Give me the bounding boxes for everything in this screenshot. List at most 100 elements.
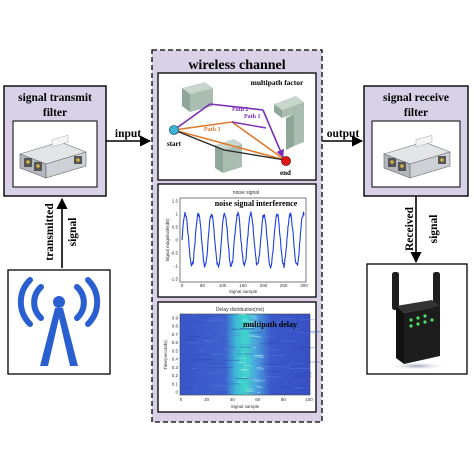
delay-y-tick-label: 0.1 bbox=[172, 381, 179, 386]
delay-x-tick-label: 20 bbox=[204, 397, 210, 402]
heatmap-streak bbox=[267, 349, 281, 351]
transmit-filter-group: signal transmit filter bbox=[3, 85, 107, 197]
heatmap-streak bbox=[242, 369, 249, 370]
heatmap-streak bbox=[209, 320, 224, 321]
heatmap-streak bbox=[251, 347, 256, 348]
heatmap-streak bbox=[191, 368, 197, 369]
heatmap-streak bbox=[252, 318, 258, 319]
path-dark-2 bbox=[223, 149, 286, 161]
heatmap-streak bbox=[272, 386, 292, 388]
delay-y-tick-label: 0.3 bbox=[172, 365, 179, 370]
heatmap-streak bbox=[242, 392, 259, 393]
noise-x-tick-label: 300 bbox=[300, 283, 308, 288]
heatmap-streak bbox=[198, 316, 216, 318]
delay-x-tick-label: 40 bbox=[230, 397, 236, 402]
noise-y-tick-label: 0.5 bbox=[172, 225, 179, 230]
end-label: end bbox=[280, 169, 291, 177]
delay-panel: Delay distribution(ms) 0.90.80.70.60.50.… bbox=[157, 301, 321, 413]
wireless-channel-group: wireless channel multipath factor bbox=[151, 49, 323, 423]
heatmap-streak bbox=[256, 367, 262, 368]
noise-x-tick-label: 250 bbox=[280, 283, 288, 288]
noise-y-tick-label: -1.5 bbox=[170, 277, 178, 282]
heatmap-streak bbox=[235, 335, 241, 336]
heatmap-streak bbox=[288, 363, 295, 365]
heatmap-streak bbox=[247, 335, 255, 337]
heatmap-streak bbox=[247, 378, 254, 380]
transmit-filter-title-line2: filter bbox=[43, 107, 67, 119]
heatmap-streak bbox=[189, 358, 211, 360]
delay-x-tick-label: 60 bbox=[255, 397, 261, 402]
heatmap-streak bbox=[203, 340, 212, 341]
wifi-antenna-icon bbox=[17, 277, 101, 366]
heatmap-streak bbox=[295, 375, 313, 377]
obstacle-l-shape bbox=[274, 96, 304, 150]
heatmap-streak bbox=[254, 360, 261, 361]
noise-y-tick-label: -0.5 bbox=[170, 251, 178, 256]
noise-y-axis-label: Signal magnitude(dB) bbox=[165, 218, 170, 262]
heatmap-streak bbox=[284, 387, 292, 388]
delay-y-tick-label: 0 bbox=[175, 390, 178, 395]
transmitted-label-line1: transmitted bbox=[44, 203, 56, 261]
heatmap-streak bbox=[299, 319, 316, 321]
noise-y-tick-label: 0 bbox=[175, 238, 178, 243]
heatmap-streak bbox=[235, 378, 253, 379]
path-dark-1 bbox=[173, 129, 225, 151]
heatmap-streak bbox=[246, 372, 250, 374]
heatmap-streak bbox=[258, 325, 262, 327]
heatmap-streak bbox=[211, 367, 234, 369]
heatmap-streak bbox=[240, 344, 262, 346]
output-label: output bbox=[327, 128, 360, 140]
wifi-router-icon bbox=[387, 272, 447, 370]
path-1-label: Path 1 bbox=[244, 114, 261, 120]
heatmap-streak bbox=[253, 322, 260, 324]
heatmap-streak bbox=[249, 332, 263, 333]
heatmap-streak bbox=[263, 347, 271, 348]
noise-x-tick-label: 150 bbox=[239, 283, 247, 288]
receiver-panel bbox=[366, 263, 468, 375]
noise-plot-axes bbox=[179, 197, 307, 283]
heatmap-streak bbox=[194, 354, 213, 356]
start-node bbox=[169, 125, 179, 135]
heatmap-streak bbox=[242, 376, 248, 378]
heatmap-streak bbox=[205, 340, 220, 342]
path-purple-1 bbox=[173, 103, 211, 131]
received-label-line1: Received bbox=[404, 206, 416, 251]
heatmap-streak bbox=[270, 393, 292, 394]
noise-x-tick-label: 200 bbox=[260, 283, 268, 288]
start-label: start bbox=[167, 140, 182, 148]
heatmap-streak bbox=[265, 376, 281, 378]
heatmap-streak bbox=[223, 348, 235, 349]
heatmap-streak bbox=[260, 336, 274, 338]
heatmap-streak bbox=[259, 380, 266, 382]
path-purple-2 bbox=[209, 103, 264, 111]
delay-heatmap-streaks bbox=[182, 314, 321, 394]
path-orange-2 bbox=[173, 121, 233, 131]
heatmap-streak bbox=[227, 346, 237, 348]
heatmap-streak bbox=[203, 337, 211, 339]
heatmap-streak bbox=[259, 357, 265, 359]
heatmap-streak bbox=[187, 332, 193, 334]
heatmap-streak bbox=[298, 361, 320, 363]
heatmap-streak bbox=[239, 357, 246, 359]
delay-y-tick-label: 0.6 bbox=[172, 340, 179, 345]
delay-x-axis-label: Signal sample bbox=[231, 404, 260, 409]
heatmap-streak bbox=[242, 319, 248, 321]
noise-y-ticks: 1.510.50-0.5-1-1.5 bbox=[170, 199, 178, 282]
input-label: input bbox=[115, 128, 141, 140]
heatmap-streak bbox=[298, 362, 305, 364]
heatmap-streak bbox=[209, 385, 229, 387]
heatmap-streak bbox=[291, 328, 299, 329]
delay-y-tick-label: 0.9 bbox=[172, 316, 179, 321]
heatmap-streak bbox=[238, 382, 241, 383]
heatmap-streak bbox=[264, 371, 280, 372]
heatmap-streak bbox=[290, 327, 300, 328]
heatmap-streak bbox=[294, 389, 309, 391]
heatmap-streak bbox=[256, 366, 279, 367]
heatmap-streak bbox=[257, 354, 264, 356]
heatmap-streak bbox=[258, 336, 263, 338]
heatmap-streak bbox=[247, 321, 256, 322]
heatmap-streak bbox=[254, 380, 261, 382]
